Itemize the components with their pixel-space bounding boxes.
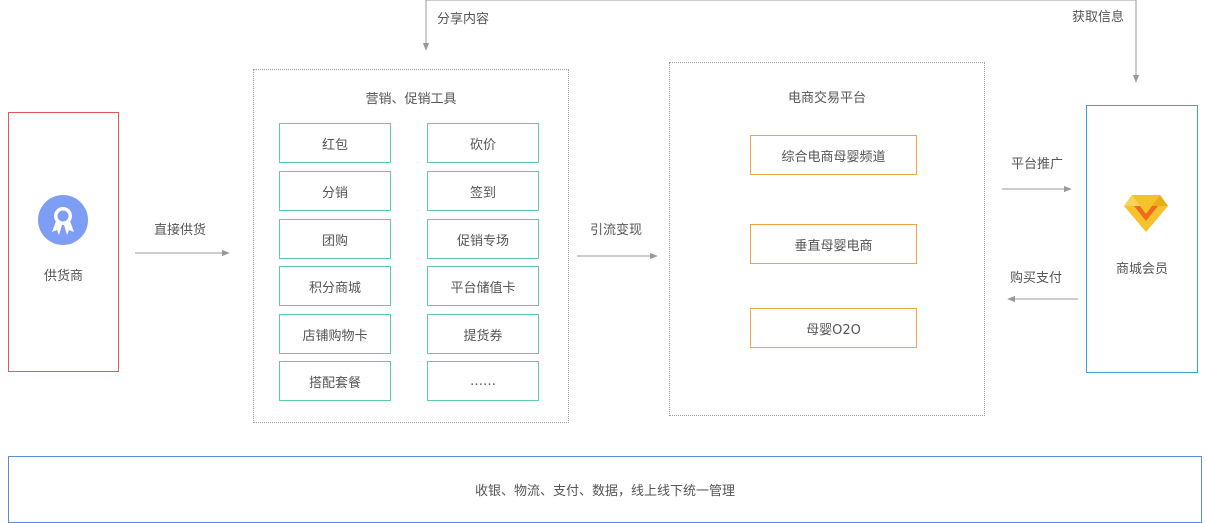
tool-item: 促销专场 <box>427 219 539 259</box>
label-platform-promotion: 平台推广 <box>1011 157 1064 172</box>
tool-item: 店铺购物卡 <box>279 314 391 354</box>
tool-item: 砍价 <box>427 123 539 163</box>
tool-item: 签到 <box>427 171 539 211</box>
label-purchase-payment: 购买支付 <box>1010 271 1063 286</box>
footer-text: 收银、物流、支付、数据，线上线下统一管理 <box>474 484 735 499</box>
label-direct-supply: 直接供货 <box>154 223 207 238</box>
tool-item: 提货券 <box>427 314 539 354</box>
tool-item: 搭配套餐 <box>279 361 391 401</box>
supplier-label: 供货商 <box>43 269 83 284</box>
tool-item: 团购 <box>279 219 391 259</box>
ecommerce-platform-group: 电商交易平台 综合电商母婴频道 垂直母婴电商 母婴O2O <box>669 62 985 416</box>
tools-title: 营销、促销工具 <box>365 92 457 107</box>
tool-item: 分销 <box>279 171 391 211</box>
platform-title: 电商交易平台 <box>787 91 866 106</box>
ribbon-badge-icon <box>38 195 88 245</box>
arrow-feedback-loop <box>422 0 1136 51</box>
label-share-content: 分享内容 <box>437 12 490 27</box>
marketing-tools-group: 营销、促销工具 红包 砍价 分销 签到 团购 促销专场 积分商城 平台储值卡 店… <box>253 69 569 423</box>
unified-management-bar: 收银、物流、支付、数据，线上线下统一管理 <box>8 456 1202 523</box>
tool-item: 积分商城 <box>279 266 391 306</box>
tool-item: 红包 <box>279 123 391 163</box>
supplier-node: 供货商 <box>8 112 119 372</box>
label-get-info: 获取信息 <box>1072 10 1125 25</box>
tool-item: 平台储值卡 <box>427 266 539 306</box>
member-label: 商城会员 <box>1115 262 1168 277</box>
platform-item: 母婴O2O <box>750 308 917 348</box>
diamond-icon <box>1124 195 1168 232</box>
tool-item: …… <box>427 361 539 401</box>
label-traffic-monetize: 引流变现 <box>590 223 643 238</box>
platform-item: 综合电商母婴频道 <box>750 135 917 175</box>
mall-member-node: 商城会员 <box>1086 105 1198 373</box>
platform-item: 垂直母婴电商 <box>750 224 917 264</box>
